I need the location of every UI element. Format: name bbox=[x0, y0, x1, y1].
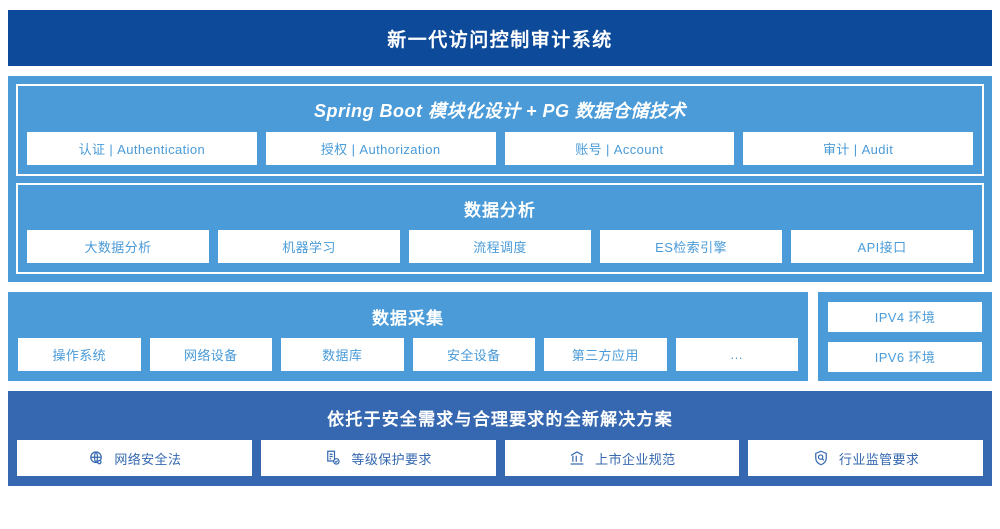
solution-chip-row: 网络安全法 等级保护要求 bbox=[17, 440, 983, 476]
analysis-chip-machine-learning[interactable]: 机器学习 bbox=[218, 230, 400, 263]
analysis-chip-process-scheduling[interactable]: 流程调度 bbox=[409, 230, 591, 263]
solution-chip-label: 上市企业规范 bbox=[595, 451, 676, 467]
collection-panel: 数据采集 操作系统 网络设备 数据库 安全设备 第三方应用 … bbox=[8, 292, 808, 381]
collection-row: 数据采集 操作系统 网络设备 数据库 安全设备 第三方应用 … IPV4 环境 … bbox=[8, 292, 992, 381]
solution-chip-industry-regulation[interactable]: 行业监管要求 bbox=[748, 440, 983, 476]
platform-chip-row: 认证 | Authentication 授权 | Authorization 账… bbox=[27, 132, 973, 165]
globe-network-icon bbox=[87, 449, 105, 467]
collection-chip-security-device[interactable]: 安全设备 bbox=[412, 338, 535, 371]
bank-building-icon bbox=[568, 449, 586, 467]
shield-search-icon bbox=[812, 449, 830, 467]
document-check-icon bbox=[324, 449, 342, 467]
page-title: 新一代访问控制审计系统 bbox=[387, 29, 613, 51]
solution-chip-label: 网络安全法 bbox=[114, 451, 182, 467]
analysis-chip-row: 大数据分析 机器学习 流程调度 ES检索引擎 API接口 bbox=[27, 230, 973, 263]
collection-chip-network-device[interactable]: 网络设备 bbox=[149, 338, 272, 371]
collection-chip-operating-system[interactable]: 操作系统 bbox=[18, 338, 141, 371]
solution-title: 依托于安全需求与合理要求的全新解决方案 bbox=[327, 410, 673, 429]
environment-panel: IPV4 环境 IPV6 环境 bbox=[818, 292, 992, 381]
analysis-chip-api[interactable]: API接口 bbox=[791, 230, 973, 263]
collection-title: 数据采集 bbox=[372, 309, 444, 328]
solution-chip-listed-company-standard[interactable]: 上市企业规范 bbox=[504, 440, 740, 476]
platform-chip-audit[interactable]: 审计 | Audit bbox=[743, 132, 973, 165]
platform-group-title: Spring Boot 模块化设计 + PG 数据仓储技术 bbox=[313, 101, 686, 121]
solution-chip-cybersecurity-law[interactable]: 网络安全法 bbox=[17, 440, 252, 476]
platform-chip-authentication[interactable]: 认证 | Authentication bbox=[27, 132, 257, 165]
collection-chip-row: 操作系统 网络设备 数据库 安全设备 第三方应用 … bbox=[18, 338, 798, 371]
solution-chip-classified-protection[interactable]: 等级保护要求 bbox=[260, 440, 496, 476]
solution-chip-label: 行业监管要求 bbox=[838, 451, 920, 467]
platform-group: Spring Boot 模块化设计 + PG 数据仓储技术 认证 | Authe… bbox=[16, 84, 984, 176]
page-header: 新一代访问控制审计系统 bbox=[8, 10, 992, 66]
solution-chip-label: 等级保护要求 bbox=[351, 451, 432, 467]
collection-chip-more[interactable]: … bbox=[675, 338, 798, 371]
architecture-panel: Spring Boot 模块化设计 + PG 数据仓储技术 认证 | Authe… bbox=[8, 76, 992, 282]
analysis-group-title: 数据分析 bbox=[464, 201, 536, 220]
platform-chip-authorization[interactable]: 授权 | Authorization bbox=[265, 132, 496, 165]
environment-chip-ipv6[interactable]: IPV6 环境 bbox=[828, 341, 982, 372]
collection-chip-database[interactable]: 数据库 bbox=[281, 338, 404, 371]
analysis-chip-es-search[interactable]: ES检索引擎 bbox=[600, 230, 782, 263]
analysis-chip-big-data[interactable]: 大数据分析 bbox=[27, 230, 209, 263]
collection-chip-third-party-app[interactable]: 第三方应用 bbox=[544, 338, 667, 371]
solution-panel: 依托于安全需求与合理要求的全新解决方案 网络安全法 bbox=[8, 391, 992, 486]
environment-chip-ipv4[interactable]: IPV4 环境 bbox=[828, 301, 982, 332]
platform-chip-account[interactable]: 账号 | Account bbox=[504, 132, 735, 165]
analysis-group: 数据分析 大数据分析 机器学习 流程调度 ES检索引擎 API接口 bbox=[16, 183, 984, 274]
